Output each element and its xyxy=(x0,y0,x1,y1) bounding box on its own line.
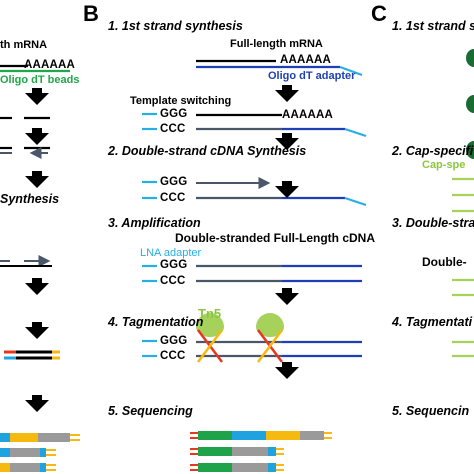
ggg-label: GGG xyxy=(160,259,188,271)
panel-b-graphics xyxy=(142,59,367,472)
panel-b-step-4: 4. Tagmentation xyxy=(108,315,204,329)
down-arrow xyxy=(25,278,49,295)
ggg-label: GGG xyxy=(160,176,188,188)
cap-bead xyxy=(466,95,474,113)
template-switching-label: Template switching xyxy=(130,95,232,107)
oligo-dt-adapter-tail xyxy=(339,65,363,77)
ccc-label: CCC xyxy=(160,275,186,287)
polya-label: AAAAAA xyxy=(280,54,332,66)
ccc-label: CCC xyxy=(160,192,186,204)
tn5-transposase xyxy=(195,312,224,363)
panel-c-letter: C xyxy=(371,1,387,26)
panel-b-step-5: 5. Sequencing xyxy=(108,404,193,418)
oligo-dt-adapter-tail xyxy=(344,196,367,207)
panel-c-graphics xyxy=(452,49,474,358)
panel-b-step-3: 3. Amplification xyxy=(108,216,201,230)
sequencing-read xyxy=(190,447,284,456)
panel-c-double-label: Double- xyxy=(422,255,467,269)
polya-label: AAAAAA xyxy=(282,109,334,121)
panel-b-letter: B xyxy=(83,1,99,26)
ggg-label: GGG xyxy=(160,335,188,347)
panel-b-step-2: 2. Double-strand cDNA Synthesis xyxy=(108,144,307,158)
full-length-mrna-label: Full-length mRNA xyxy=(230,38,323,50)
oligo-dt-adapter-tail xyxy=(344,127,367,138)
sequencing-read xyxy=(190,463,284,472)
panel-c-step-4: 4. Tagmentati xyxy=(392,315,473,329)
sequencing-read xyxy=(190,431,332,440)
tn5-label: Tn5 xyxy=(198,306,222,321)
sequencing-read xyxy=(0,463,56,472)
sequencing-read xyxy=(0,433,80,442)
cap-bead xyxy=(466,141,474,159)
down-arrow xyxy=(25,88,49,105)
down-arrow xyxy=(25,128,49,145)
down-arrow xyxy=(275,85,299,102)
cap-specific-label: Cap-spe xyxy=(422,159,466,171)
ccc-label: CCC xyxy=(160,123,186,135)
panel-b-step-1: 1. 1st strand synthesis xyxy=(108,19,243,33)
down-arrow xyxy=(25,322,49,339)
panel-c-step-5: 5. Sequencin xyxy=(392,404,470,418)
down-arrow xyxy=(275,288,299,305)
ds-full-length-cdna-label: Double-stranded Full-Length cDNA xyxy=(175,231,375,245)
down-arrow xyxy=(25,171,49,188)
down-arrow xyxy=(25,395,49,412)
panel-a-step-synthesis: Synthesis xyxy=(0,192,60,206)
down-arrow xyxy=(275,181,299,198)
panel-c-step-3: 3. Double-stra xyxy=(392,216,474,230)
panel-a-graphics xyxy=(0,64,80,472)
oligo-dt-adapter-label: Oligo dT adapter xyxy=(268,70,356,82)
down-arrow xyxy=(275,133,299,150)
sequencing-read xyxy=(0,448,56,457)
panel-c-step-2: 2. Cap-specifi xyxy=(392,144,474,158)
lna-adapter-label: LNA adapter xyxy=(140,247,202,259)
cap-bead xyxy=(466,49,474,67)
panel-a-beads-label: Oligo dT beads xyxy=(0,74,80,86)
ggg-label: GGG xyxy=(160,108,188,120)
tn5-transposase xyxy=(256,313,284,363)
ccc-label: CCC xyxy=(160,350,186,362)
panel-a-mrna-label: th mRNA xyxy=(0,39,48,51)
panel-c-step-1: 1. 1st strand s xyxy=(392,19,474,33)
down-arrow xyxy=(275,362,299,379)
panel-a-polya: AAAAAA xyxy=(24,59,76,71)
